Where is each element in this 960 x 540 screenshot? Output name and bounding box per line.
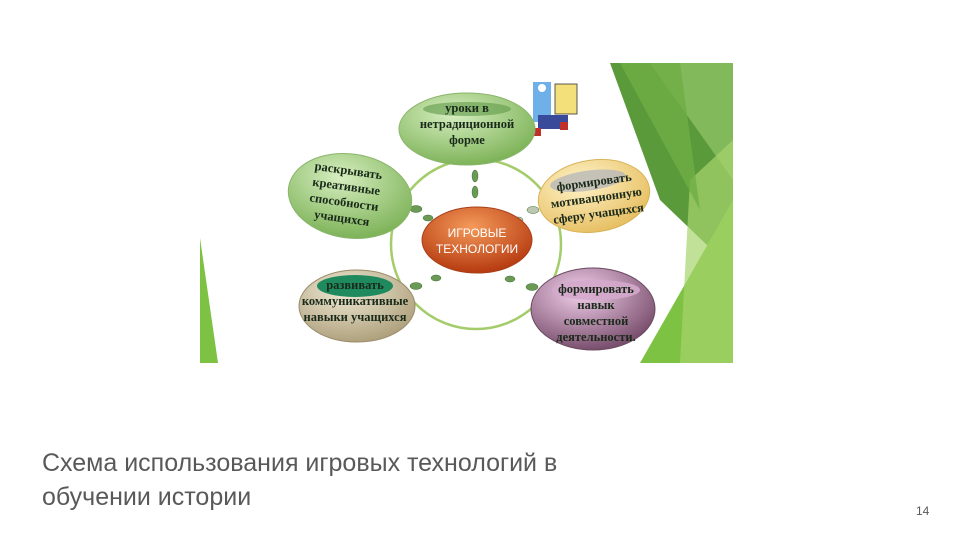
diagram-image: уроки в нетрадиционной форме раскрывать … (200, 63, 733, 363)
node-top: уроки в нетрадиционной форме (398, 92, 536, 166)
node-bottom-right-line-1: формировать (558, 282, 634, 296)
node-bottom-left: развивать коммуникативные навыки учащихс… (298, 269, 416, 343)
node-bottom-left-line-1: развивать (326, 278, 384, 292)
teacher-clipart (533, 82, 578, 136)
node-center: ИГРОВЫЕ ТЕХНОЛОГИИ (421, 206, 533, 274)
node-left: раскрывать креативные способности учащих… (287, 153, 413, 239)
node-top-line-2: нетрадиционной (420, 117, 514, 131)
page-number: 14 (916, 504, 930, 518)
deco-left-sliver (200, 238, 218, 363)
deco-right-shape-5 (620, 63, 700, 210)
node-center-line-1: ИГРОВЫЕ (448, 226, 507, 240)
node-bottom-left-line-3: навыки учащихся (304, 310, 407, 324)
slide-title: Схема использования игровых технологий в… (42, 449, 558, 511)
node-bottom-right-line-3: совместной (564, 314, 629, 328)
node-bottom-left-line-2: коммуникативные (302, 294, 409, 308)
node-top-line-1: уроки в (445, 101, 489, 115)
node-bottom-right-line-4: деятельности. (556, 330, 635, 344)
node-bottom-right-line-2: навык (577, 298, 615, 312)
node-bottom-right: формировать навык совместной деятельност… (530, 267, 656, 351)
node-center-line-2: ТЕХНОЛОГИИ (436, 242, 518, 256)
node-top-line-3: форме (449, 133, 485, 147)
